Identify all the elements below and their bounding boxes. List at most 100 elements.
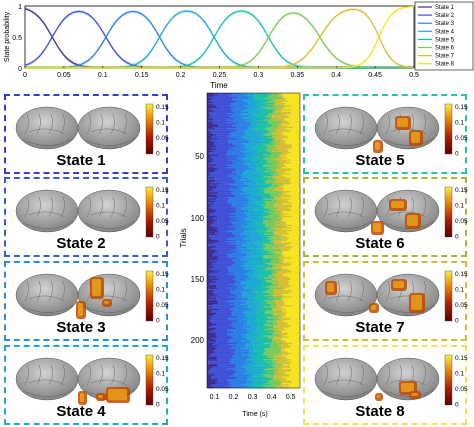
raster-cell bbox=[254, 375, 263, 376]
raster-cell bbox=[276, 372, 285, 373]
raster-cell bbox=[243, 162, 259, 163]
raster-cell bbox=[242, 354, 259, 355]
raster-cell bbox=[268, 177, 273, 178]
xtick-label: 0.35 bbox=[290, 72, 304, 79]
raster-cell bbox=[229, 340, 241, 341]
raster-cell bbox=[227, 239, 244, 240]
raster-cell bbox=[263, 354, 278, 355]
raster-cell bbox=[250, 240, 261, 241]
state-label: State 7 bbox=[305, 319, 455, 336]
raster-cell bbox=[273, 112, 275, 113]
raster-cell bbox=[207, 255, 213, 256]
raster-cell bbox=[229, 344, 245, 345]
colorbar-tick: 0.1 bbox=[156, 371, 165, 378]
raster-ytick-150: 150 bbox=[191, 275, 205, 284]
raster-cell bbox=[235, 181, 251, 182]
raster-cell bbox=[210, 153, 227, 154]
raster-cell bbox=[267, 236, 281, 237]
series-band-7 bbox=[25, 8, 414, 68]
legend-entry: State 8 bbox=[435, 62, 455, 68]
raster-cell bbox=[263, 138, 272, 139]
raster-cell bbox=[276, 221, 285, 222]
raster-cell bbox=[292, 210, 300, 211]
raster-cell bbox=[246, 347, 261, 348]
raster-cell bbox=[278, 354, 288, 355]
raster-cell bbox=[286, 171, 300, 172]
raster-cell bbox=[208, 178, 233, 179]
raster-cell bbox=[284, 176, 300, 177]
raster-cell bbox=[268, 355, 274, 356]
raster-cell bbox=[230, 190, 241, 191]
raster-cell bbox=[276, 168, 291, 169]
raster-cell bbox=[216, 165, 228, 166]
raster-cell bbox=[259, 231, 266, 232]
raster-cell bbox=[246, 149, 259, 150]
raster-cell bbox=[283, 106, 292, 107]
raster-cell bbox=[247, 379, 255, 380]
raster-cell bbox=[288, 344, 300, 345]
raster-cell bbox=[265, 206, 274, 207]
raster-cell bbox=[228, 267, 246, 268]
raster-cell bbox=[249, 352, 255, 353]
raster-cell bbox=[207, 157, 211, 158]
raster-cell bbox=[248, 305, 259, 306]
raster-cell bbox=[254, 202, 266, 203]
raster-cell bbox=[263, 131, 270, 132]
raster-cell bbox=[248, 142, 263, 143]
raster-cell bbox=[229, 284, 242, 285]
raster-cell bbox=[273, 146, 291, 147]
raster-cell bbox=[207, 236, 209, 237]
raster-cell bbox=[209, 207, 236, 208]
raster-cell bbox=[213, 208, 237, 209]
raster-cell bbox=[260, 192, 265, 193]
raster-cell bbox=[290, 370, 300, 371]
raster-cell bbox=[207, 333, 216, 334]
colorbar-tick: 0.15 bbox=[455, 355, 468, 362]
colorbar-tick: 0.15 bbox=[455, 271, 468, 278]
raster-cell bbox=[285, 185, 300, 186]
raster-cell bbox=[207, 124, 218, 125]
raster-cell bbox=[268, 146, 273, 147]
raster-cell bbox=[235, 349, 249, 350]
raster-cell bbox=[258, 191, 263, 192]
raster-cell bbox=[234, 278, 250, 279]
raster-cell bbox=[207, 344, 212, 345]
raster-cell bbox=[273, 313, 286, 314]
raster-cell bbox=[271, 214, 280, 215]
raster-cell bbox=[207, 313, 216, 314]
raster-cell bbox=[208, 370, 237, 371]
raster-cell bbox=[243, 101, 262, 102]
raster-cell bbox=[273, 227, 292, 228]
raster-cell bbox=[268, 162, 278, 163]
raster-cell bbox=[269, 289, 273, 290]
raster-cell bbox=[292, 225, 300, 226]
raster-cell bbox=[292, 205, 300, 206]
raster-cell bbox=[210, 275, 235, 276]
raster-cell bbox=[246, 192, 260, 193]
raster-cell bbox=[272, 143, 280, 144]
raster-cell bbox=[271, 261, 280, 262]
raster-cell bbox=[207, 226, 213, 227]
raster-cell bbox=[283, 108, 300, 109]
raster-cell bbox=[211, 338, 232, 339]
series-line-8 bbox=[25, 6, 414, 68]
raster-cell bbox=[256, 306, 264, 307]
raster-cell bbox=[246, 343, 262, 344]
raster-cell bbox=[280, 153, 287, 154]
raster-cell bbox=[281, 367, 290, 368]
raster-cell bbox=[273, 254, 281, 255]
raster-cell bbox=[248, 333, 260, 334]
raster-cell bbox=[218, 365, 236, 366]
raster-cell bbox=[232, 311, 243, 312]
raster-cell bbox=[283, 219, 301, 220]
raster-cell bbox=[291, 160, 300, 161]
colorbar-tick: 0.05 bbox=[455, 218, 468, 225]
colorbar-tick: 0.1 bbox=[156, 203, 165, 210]
raster-cell bbox=[268, 97, 283, 98]
raster-cell bbox=[211, 116, 230, 117]
raster-cell bbox=[242, 227, 261, 228]
raster-cell bbox=[291, 202, 300, 203]
raster-cell bbox=[256, 94, 272, 95]
raster-cell bbox=[291, 359, 300, 360]
